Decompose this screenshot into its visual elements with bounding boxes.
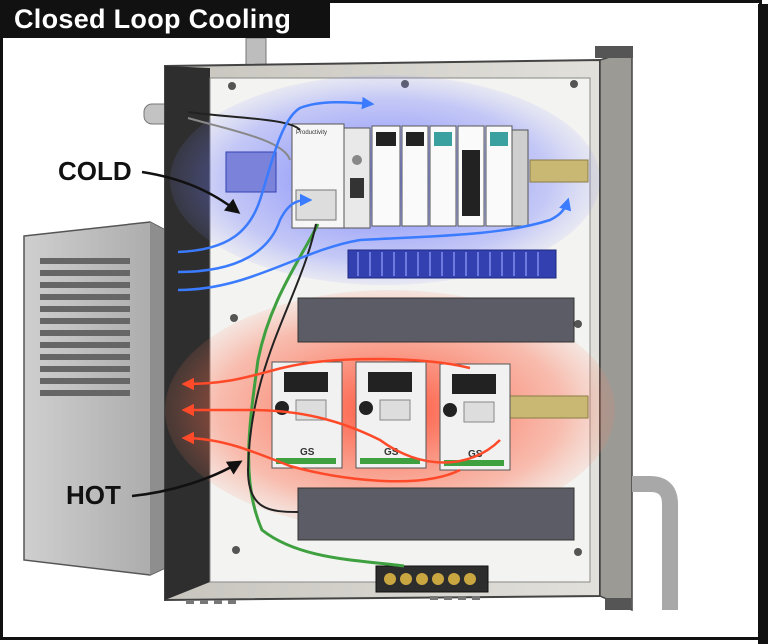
drive-2-brand: GS xyxy=(384,447,399,458)
hot-pointer xyxy=(131,460,243,498)
drive-3-brand: GS xyxy=(468,449,483,460)
frame-shadow xyxy=(758,4,768,644)
plc-rack: Productivity xyxy=(291,123,529,229)
hinge-bottom xyxy=(605,598,631,610)
hinge-top xyxy=(595,46,633,58)
drive-3: GS xyxy=(439,363,511,471)
cooler-vent-icon xyxy=(40,258,130,396)
ground-bar xyxy=(375,565,489,593)
terminal-block-strip xyxy=(347,249,557,279)
power-wire-2 xyxy=(187,117,291,161)
wire-duct-top xyxy=(297,297,575,343)
cooler-unit xyxy=(23,221,166,576)
drive-2: GS xyxy=(355,361,427,469)
hot-air-arrow xyxy=(181,357,501,483)
controller-brand-label: Productivity xyxy=(296,130,327,136)
hot-label: HOT xyxy=(66,480,121,510)
control-wire xyxy=(246,223,317,513)
diagram-title: Closed Loop Cooling xyxy=(0,0,330,38)
cold-pointer xyxy=(141,170,241,214)
din-rail-top xyxy=(529,159,589,183)
outlet-pipe xyxy=(632,476,678,610)
wire-duct-bottom xyxy=(297,487,575,541)
power-wire-1 xyxy=(187,111,301,131)
din-rail-mid xyxy=(509,395,589,419)
drive-1-brand: GS xyxy=(300,447,315,458)
cold-label: COLD xyxy=(58,156,132,186)
cold-air-arrow xyxy=(177,96,572,292)
